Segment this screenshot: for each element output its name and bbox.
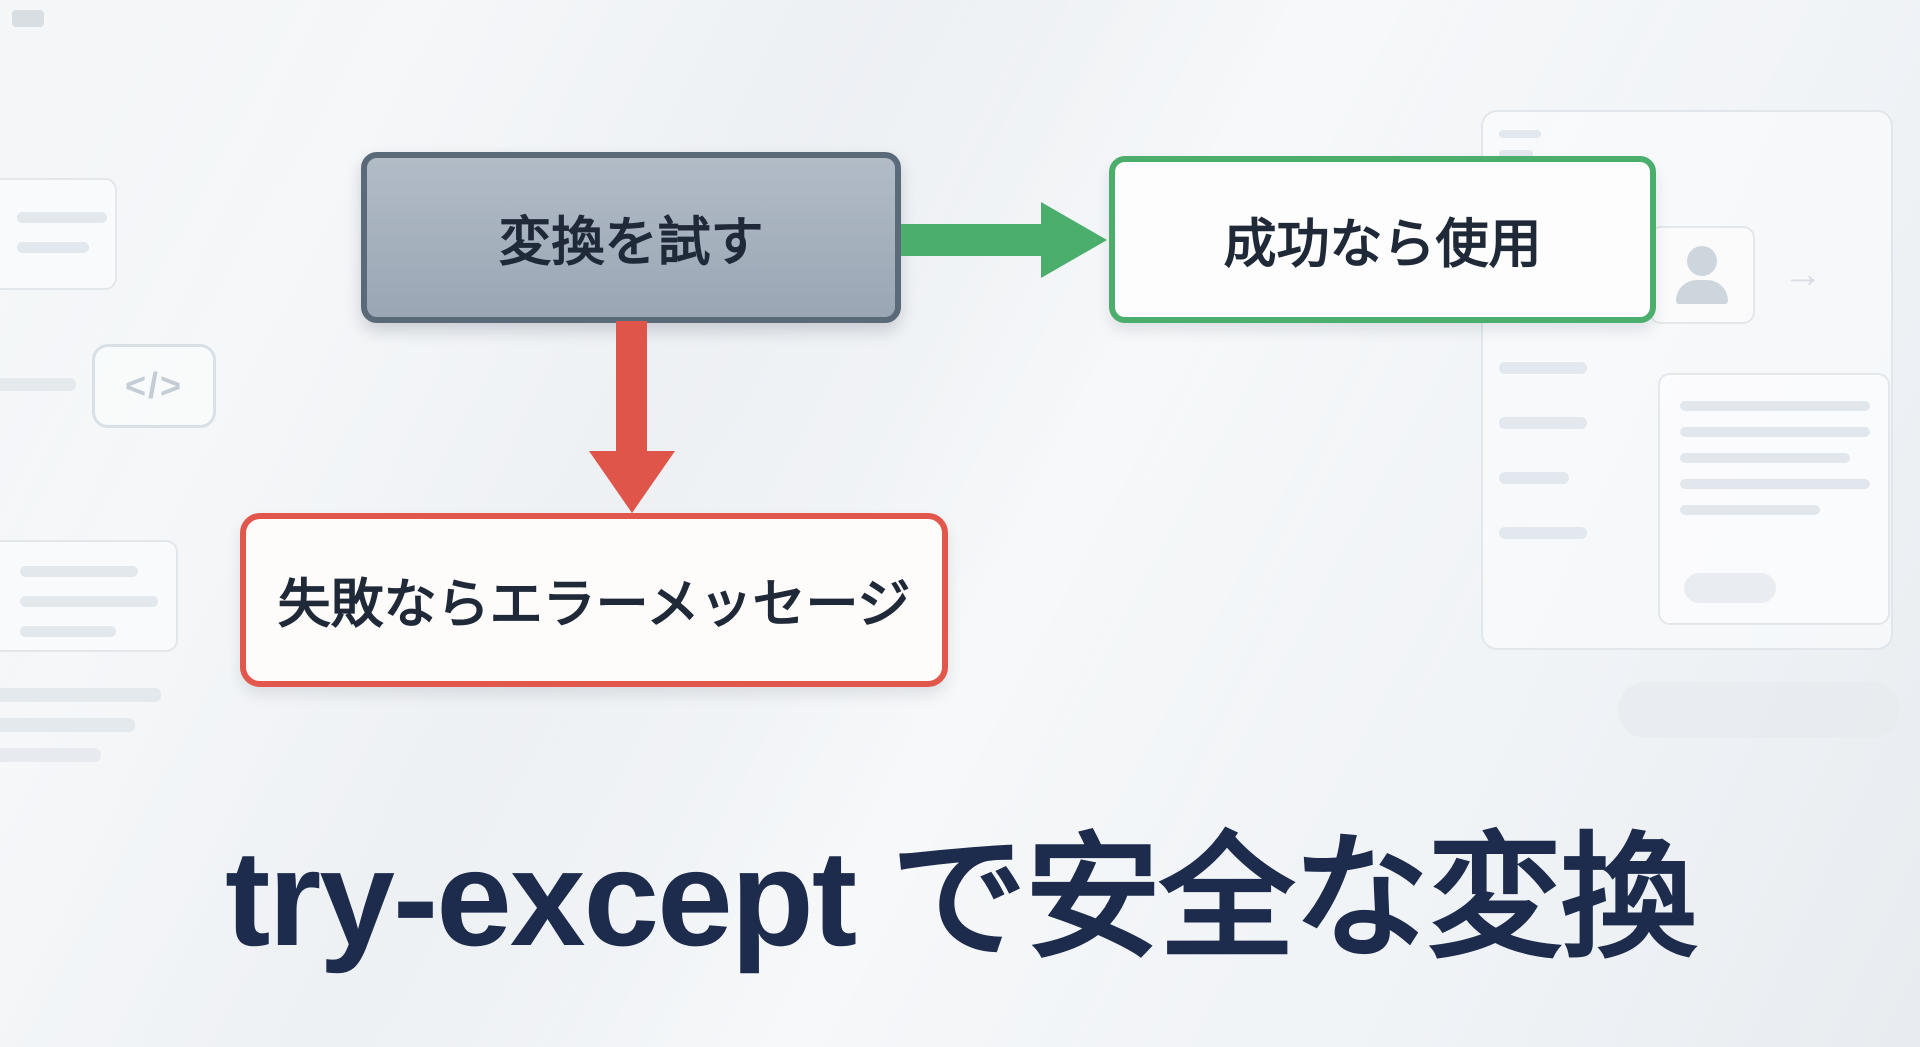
decor-line [1680,427,1870,437]
decor-pill-bar [1618,682,1900,738]
failure-box-label: 失敗ならエラーメッセージ [277,575,911,634]
person-icon [1687,246,1717,276]
decor-content-card [1658,373,1890,625]
page-title: try-except で安全な変換 [225,822,1697,974]
try-box-label: 変換を試す [498,212,764,272]
decor-line [1499,527,1587,539]
decor-line [1680,453,1850,463]
code-icon: </> [92,344,216,428]
success-box-label: 成功なら使用 [1223,214,1542,274]
flowchart-try-box: 変換を試す [361,152,901,323]
decor-corner-mark [12,10,44,27]
decor-line [17,242,89,253]
decor-line [0,718,135,732]
decor-line [1499,417,1587,429]
decor-line [17,212,107,223]
decor-pill [1684,573,1776,603]
success-arrow-shaft [901,224,1043,256]
flowchart-success-box: 成功なら使用 [1109,156,1656,323]
decor-browser-window: → [1481,110,1893,650]
decor-line [20,626,116,637]
failure-arrow-shaft [616,321,647,453]
decor-line [0,748,101,762]
success-arrow-head [1041,202,1107,278]
decor-line [1680,505,1820,515]
decor-line [1499,362,1587,374]
decor-line [0,378,76,391]
person-icon-body [1676,280,1728,304]
decor-wireframe-card [0,178,117,290]
decor-line [1680,479,1870,489]
decor-user-card [1649,226,1755,324]
flow-arrow-icon: → [1783,252,1823,296]
decor-line [1680,401,1870,411]
decor-line [1499,472,1569,484]
decor-line [20,596,158,607]
decor-wireframe-card [0,540,178,652]
decor-line [0,688,161,702]
decor-line [1499,150,1533,158]
failure-arrow-head [589,451,675,513]
decor-line [20,566,138,577]
code-icon-glyph: </> [124,365,184,406]
decor-line [1499,130,1541,138]
flowchart-failure-box: 失敗ならエラーメッセージ [240,513,948,687]
